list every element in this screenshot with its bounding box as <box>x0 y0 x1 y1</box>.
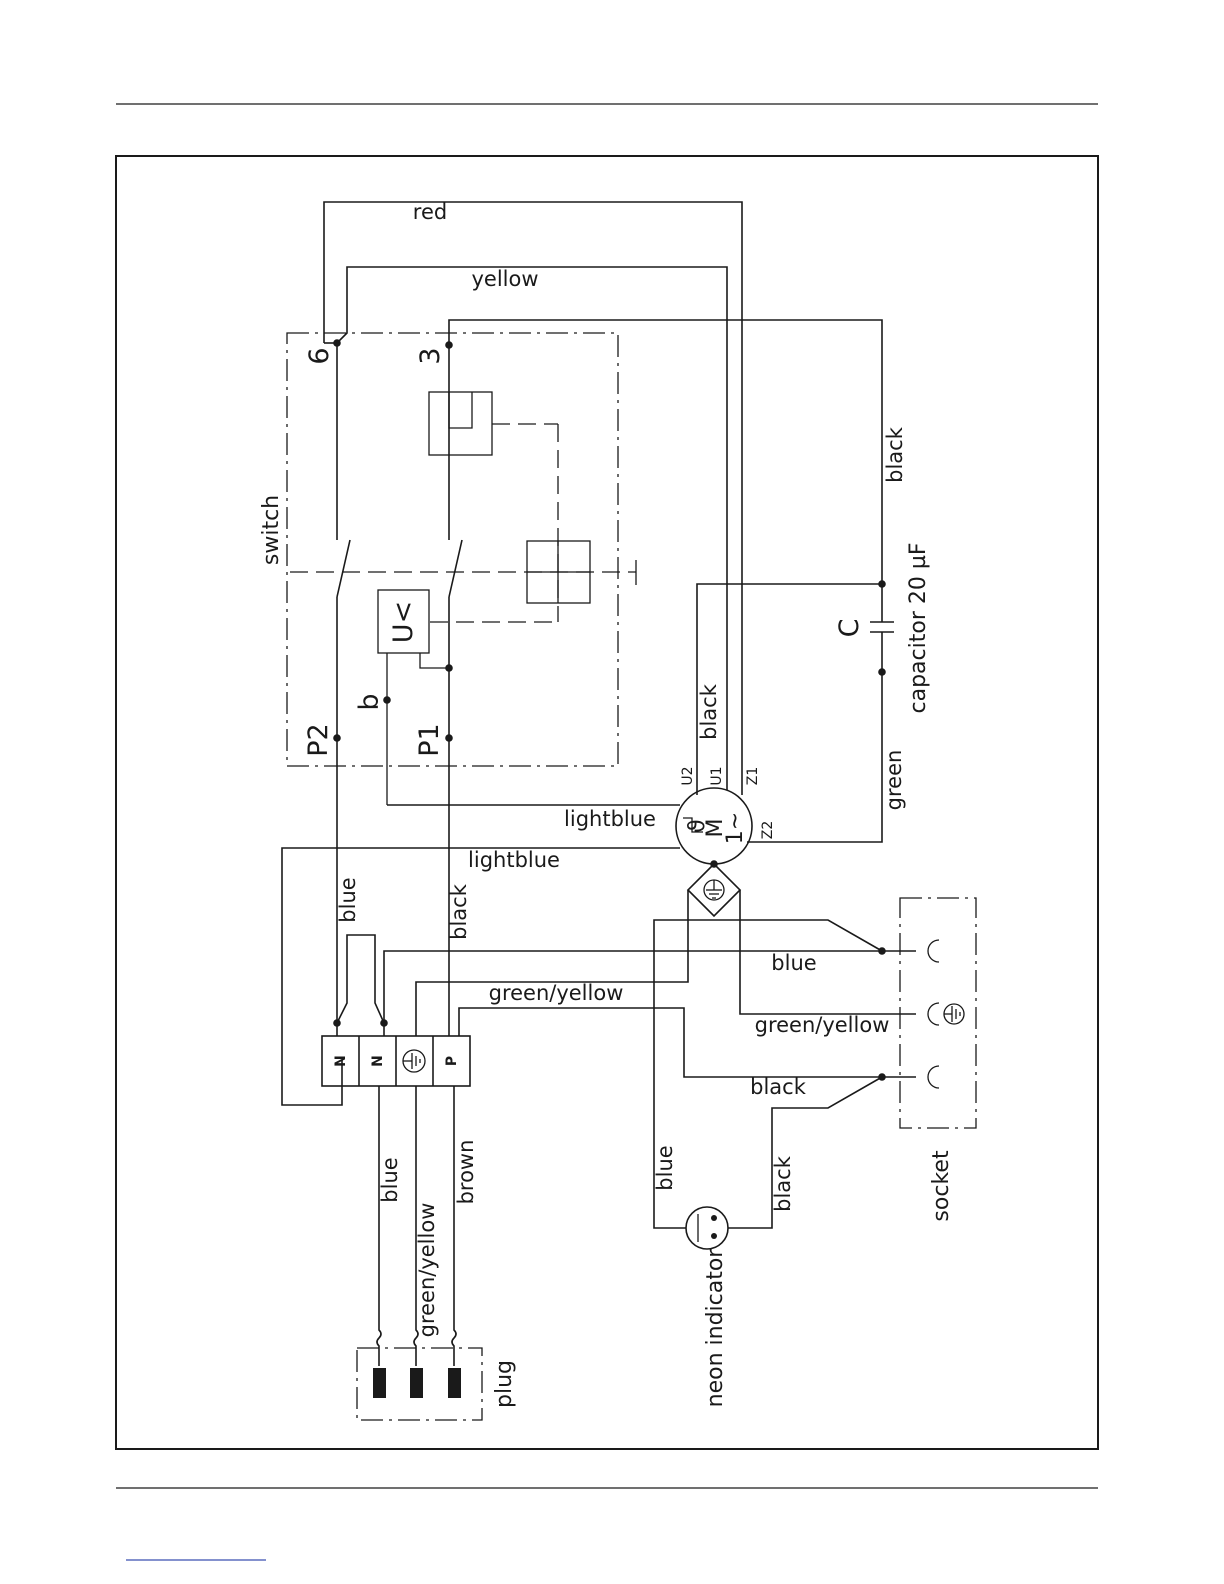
socket-earth-icon <box>944 1004 964 1024</box>
diagram-frame <box>116 156 1098 1449</box>
wire-label-black-top: black <box>883 426 907 483</box>
terminal-block-n1: N <box>333 1055 349 1067</box>
wire-label-blue-plug: blue <box>378 1157 402 1202</box>
terminal-p1-label: P1 <box>414 723 445 756</box>
socket-label: socket <box>929 1150 954 1222</box>
plug-label: plug <box>492 1360 517 1408</box>
wire-label-green-yellow-plug: green/yellow <box>415 1203 439 1338</box>
wire-label-blue-neon: blue <box>653 1145 677 1190</box>
socket: socket <box>878 898 976 1222</box>
wire-label-blue-switch: blue <box>336 877 360 922</box>
plug-pin-2 <box>410 1368 423 1398</box>
motor-u1-label: U1 <box>709 766 725 785</box>
wire-label-brown-plug: brown <box>454 1140 478 1205</box>
terminal-6-label: 6 <box>304 347 335 364</box>
plug-pin-1 <box>373 1368 386 1398</box>
wire-label-green-yellow-socket: green/yellow <box>755 1013 890 1037</box>
wire-label-red: red <box>413 200 447 224</box>
wire-green-motor <box>747 672 882 842</box>
terminal-block-earth-icon <box>403 1050 425 1072</box>
wire-label-green-yellow-block: green/yellow <box>489 981 624 1005</box>
wire-label-black-motor: black <box>697 683 721 740</box>
wire-label-green-motor: green <box>882 750 906 811</box>
motor-z1-label: Z1 <box>745 767 761 786</box>
thermal-protector-symbol <box>429 392 492 455</box>
switch-contact-1 <box>337 540 350 597</box>
wire-label-black-switch: black <box>447 883 471 940</box>
terminal-p2-label: P2 <box>303 723 334 756</box>
terminal-block-n2: N <box>370 1055 386 1067</box>
wire-black-top <box>449 320 882 584</box>
wire-label-lightblue-2: lightblue <box>468 848 560 872</box>
wire-label-blue-socket: blue <box>771 951 816 975</box>
neon-indicator-label: neon indicator <box>703 1248 728 1408</box>
wire-label-yellow: yellow <box>471 267 538 291</box>
neon-indicator: blue black neon indicator <box>653 920 882 1407</box>
terminal-b-label: b <box>354 693 385 710</box>
capacitor-symbol-label: C <box>834 619 865 638</box>
wire-blue-plug <box>377 1086 381 1366</box>
terminal-3-label: 3 <box>415 347 446 364</box>
motor-u2-label: U2 <box>680 766 696 785</box>
capacitor-label: capacitor 20 µF <box>906 543 931 714</box>
plug-cords: blue green/yellow brown <box>377 1086 478 1366</box>
switch-label: switch <box>259 495 284 565</box>
wire-label-black-neon: black <box>771 1155 795 1212</box>
motor-phase-label: 1~ <box>723 812 748 844</box>
plug: plug <box>357 1348 517 1420</box>
undervoltage-release-label: U< <box>388 601 419 643</box>
thermal-symbol: ϑ <box>685 819 710 833</box>
plug-pin-3 <box>448 1368 461 1398</box>
neon-indicator-symbol <box>686 1207 728 1249</box>
wire-brown-plug <box>452 1086 456 1366</box>
switch-contact-2 <box>449 540 462 597</box>
wire-black-neon <box>728 1077 882 1228</box>
wire-black-motor <box>697 584 882 795</box>
wire-yellow <box>337 267 727 790</box>
terminal-block-p: P <box>444 1056 460 1066</box>
wire-label-lightblue-1: lightblue <box>564 807 656 831</box>
wire-label-black-socket: black <box>750 1075 807 1099</box>
motor-z2-label: Z2 <box>760 821 776 840</box>
wire-green-yellow-socket <box>740 890 916 1014</box>
